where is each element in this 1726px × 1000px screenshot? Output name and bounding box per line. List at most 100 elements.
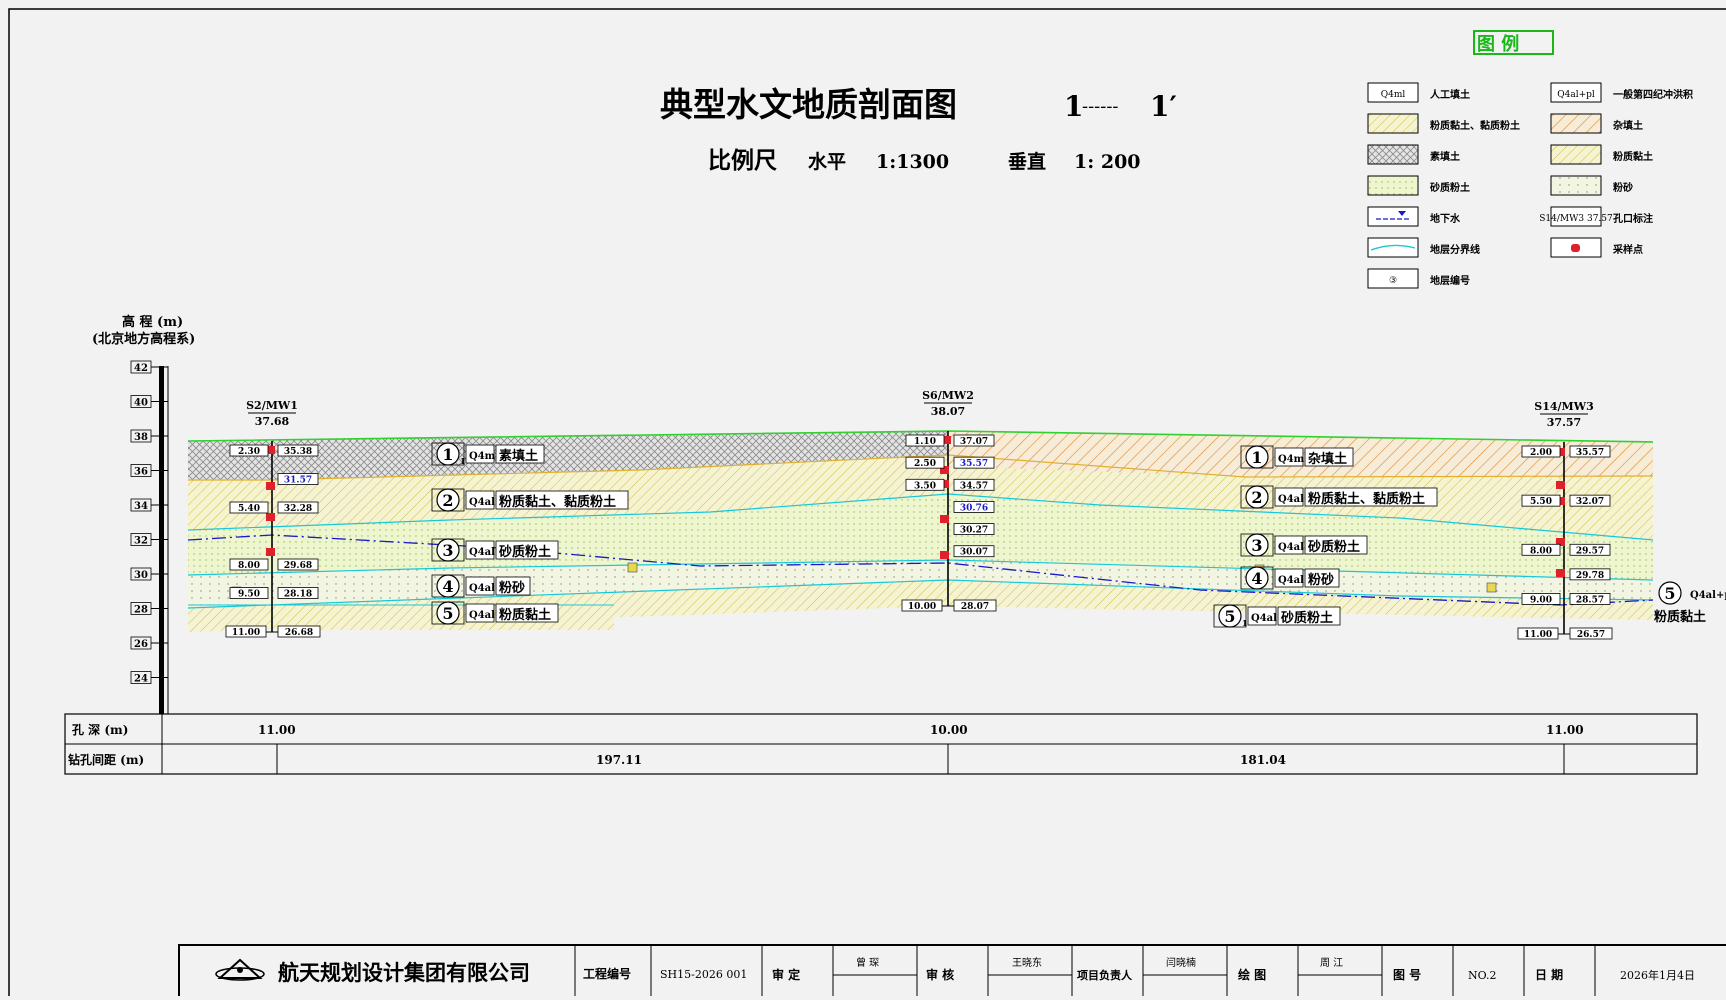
- legend-item: 杂填土: [1550, 113, 1643, 134]
- sheet-border: [8, 8, 1726, 1000]
- legend-item: 素填土: [1367, 144, 1460, 165]
- scale-v-label: 垂直: [1008, 150, 1046, 173]
- legend-swatch: [1550, 175, 1602, 196]
- layer-number: 4: [442, 577, 453, 596]
- layer-symbol: Q4al+pl: [1278, 494, 1323, 505]
- layer-symbol: Q4ml: [1278, 454, 1308, 465]
- layer-number: 3: [442, 541, 453, 560]
- legend-label: 地层编号: [1430, 274, 1470, 287]
- layer-name: 砂质粉土: [498, 544, 551, 560]
- legend-symbol: S14/MW3 37.57: [1539, 214, 1613, 224]
- legend-swatch: [1367, 144, 1419, 165]
- row-label-depth: 孔 深 (m): [72, 722, 128, 737]
- borehole-elevation: 37.68: [255, 415, 290, 428]
- groundwater-line: [187, 534, 1654, 606]
- layer-depth-tag: 5.50: [1530, 497, 1552, 507]
- legend-swatch: [1550, 144, 1602, 165]
- layer-depth-tag: 8.00: [238, 561, 260, 571]
- legend-label: 杂填土: [1613, 119, 1643, 132]
- review-name: 王晓东: [1012, 956, 1042, 969]
- axis-sublabel: (北京地方高程系): [92, 331, 195, 347]
- legend-item: 地层分界线: [1367, 237, 1480, 258]
- layer-number: 5: [1664, 584, 1675, 603]
- layer-name: 粉砂: [499, 580, 525, 596]
- borehole-3: S14/MW337.572.005.508.009.0035.5732.0729…: [1517, 400, 1613, 640]
- axis-tick-label: 36: [134, 467, 148, 478]
- layer-name: 杂填土: [1308, 451, 1347, 467]
- date-label: 日 期: [1535, 967, 1563, 982]
- layer-symbol: Q4al+pl: [1690, 590, 1726, 601]
- borehole-name: S14/MW3: [1534, 400, 1593, 413]
- legend-swatch: [1367, 268, 1419, 289]
- draw-name: 周 江: [1320, 957, 1343, 969]
- layer-elev-tag: 30.76: [960, 503, 988, 513]
- spacing-1: 197.11: [596, 753, 642, 767]
- layer-number: 3: [1251, 536, 1262, 555]
- depth-s6: 10.00: [930, 723, 968, 737]
- company-name: 航天规划设计集团有限公司: [278, 961, 530, 985]
- layer-name: 粉质黏土、黏质粉土: [1308, 491, 1425, 507]
- layer-symbol: Q4al+pl: [1251, 613, 1296, 624]
- depth-s14: 11.00: [1546, 723, 1584, 737]
- layer-elev-tag: 32.28: [284, 504, 312, 514]
- layer-1-plain-fill: [188, 431, 948, 480]
- layer-sub: 1: [1242, 618, 1248, 628]
- axis-label: 高 程 (m): [122, 314, 183, 330]
- layer-depth-tag: 2.00: [1530, 448, 1552, 458]
- layer-name: 砂质粉土: [1280, 610, 1333, 626]
- legend-swatch: [1550, 206, 1602, 227]
- legend-swatch: [1550, 113, 1602, 134]
- borehole-elevation: 38.07: [931, 405, 965, 418]
- section-dashes: ------: [1082, 96, 1119, 117]
- bottom-elev-tag: 26.68: [285, 628, 313, 638]
- scale-h-label: 水平: [808, 151, 846, 173]
- date-value: 2026年1月4日: [1620, 968, 1695, 982]
- layer-depth-tag: 2.30: [238, 447, 260, 457]
- layer-number: 2: [442, 491, 453, 510]
- legend-label: 粉砂: [1613, 181, 1633, 194]
- section-to: 1′: [1150, 90, 1177, 123]
- borehole-name: S6/MW2: [922, 389, 974, 402]
- layer-sub: 1: [460, 456, 466, 466]
- sample-points: [266, 436, 1565, 577]
- layer-symbol: Q4al+pl: [469, 547, 514, 558]
- axis-tick-label: 30: [134, 570, 148, 581]
- bottom-elev-tag: 26.57: [1577, 630, 1605, 640]
- geological-profile: S2/MW137.682.305.408.009.5035.3831.5732.…: [187, 389, 1726, 640]
- legend-swatch: [1550, 82, 1602, 103]
- spacing-2: 181.04: [1240, 753, 1286, 767]
- title-block: 航天规划设计集团有限公司 工程编号 SH15-2026 001 审 定 曾 琛 …: [178, 944, 1726, 1000]
- bottom-elev-tag: 28.07: [961, 602, 989, 612]
- legend-swatch: [1367, 113, 1419, 134]
- bottom-depth-tag: 11.00: [1524, 630, 1552, 640]
- bottom-depth-tag: 11.00: [232, 628, 260, 638]
- layer-symbol: Q4al+pl: [469, 497, 514, 508]
- layer-elev-tag: 37.07: [960, 437, 988, 447]
- legend-label: 粉质黏土、黏质粉土: [1430, 119, 1520, 132]
- layer-number: 2: [1251, 488, 1262, 507]
- layer-depth-tag: 2.50: [914, 459, 936, 469]
- layer-number: 1: [442, 445, 453, 464]
- scale-v-value: 1: 200: [1074, 151, 1141, 173]
- layer-depth-tag: 1.10: [914, 437, 936, 447]
- axis-tick-label: 34: [134, 501, 148, 512]
- layer-elev-tag: 28.57: [1576, 595, 1604, 605]
- layer-elev-tag: 35.38: [284, 447, 312, 457]
- bottom-depth-tag: 10.00: [908, 602, 936, 612]
- layer-symbol: Q4ml: [469, 451, 499, 462]
- borehole-name: S2/MW1: [246, 399, 298, 412]
- legend-label: 人工填土: [1430, 88, 1470, 101]
- legend-label: 地层分界线: [1430, 243, 1480, 256]
- lead-label: 项目负责人: [1077, 968, 1133, 982]
- layer-elev-tag: 29.78: [1576, 571, 1604, 581]
